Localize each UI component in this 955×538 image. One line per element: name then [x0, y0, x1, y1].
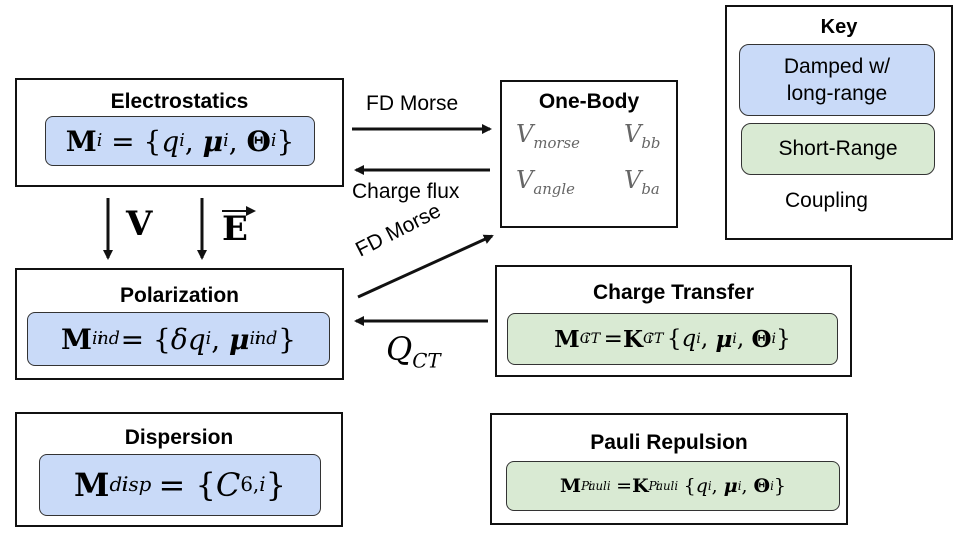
v-label: V: [126, 204, 153, 244]
key-damped-label: Damped w/ long-range: [783, 54, 891, 105]
polarization-title: Polarization: [119, 284, 240, 307]
electrostatics-title: Electrostatics: [110, 90, 249, 113]
key-coupling-label: Coupling: [785, 189, 868, 212]
key-box: Key Damped w/ long-range Short-Range Cou…: [725, 5, 953, 240]
key-damped-chip: Damped w/ long-range: [739, 44, 935, 116]
e-label: E: [222, 209, 248, 249]
v-bb-term: Vbb: [624, 120, 661, 152]
key-short-range-chip: Short-Range: [741, 123, 935, 175]
dispersion-title: Dispersion: [124, 426, 234, 449]
one-body-terms: Vmorse Vbb Vangle Vba: [502, 82, 680, 230]
one-body-box: One-Body Vmorse Vbb Vangle Vba: [500, 80, 678, 228]
v-ba-term: Vba: [624, 166, 660, 198]
v-angle-term: Vangle: [516, 166, 575, 198]
qct-subscript: CT: [412, 349, 441, 373]
charge-flux-label: Charge flux: [352, 180, 460, 203]
arrow-fd-morse-diag: [357, 234, 494, 299]
key-short-range-label: Short-Range: [778, 137, 898, 161]
fd-morse-top-label: FD Morse: [366, 92, 459, 115]
charge-transfer-title: Charge Transfer: [592, 281, 755, 304]
key-title: Key: [820, 16, 858, 38]
pauli-title: Pauli Repulsion: [590, 431, 748, 454]
v-morse-term: Vmorse: [516, 120, 580, 152]
qct-label: QCT: [386, 330, 441, 373]
one-body-title: One-Body: [538, 90, 640, 113]
